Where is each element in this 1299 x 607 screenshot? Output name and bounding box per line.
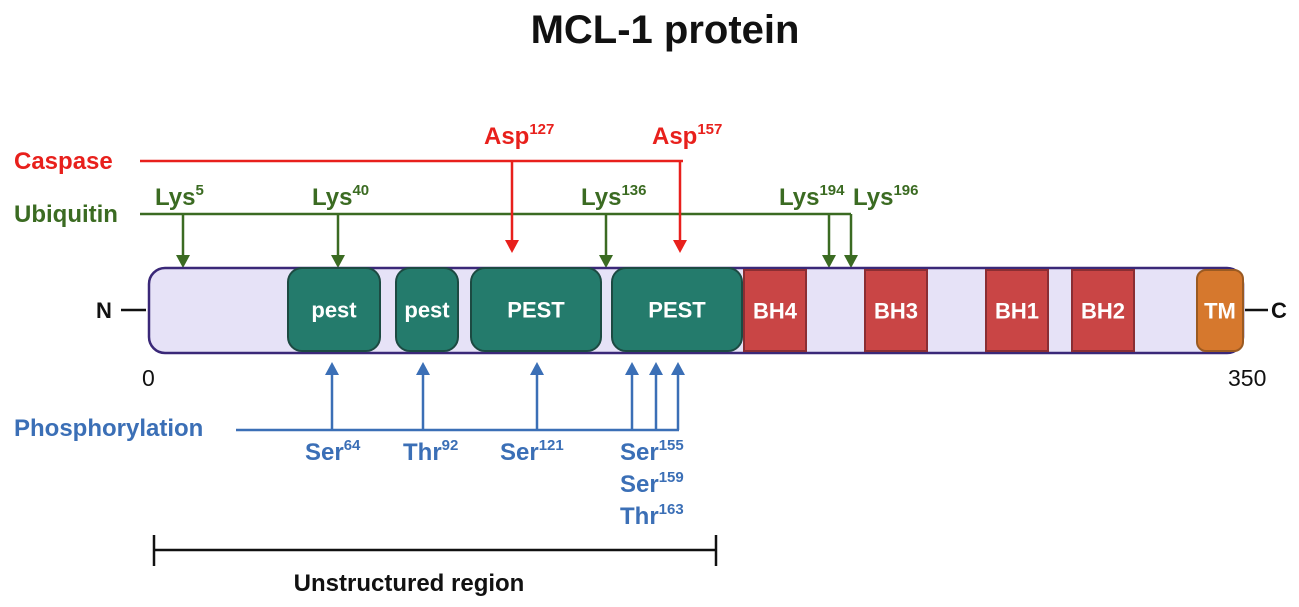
domain-pest-box: PEST	[470, 267, 602, 352]
ubiquitin-arrow	[176, 214, 190, 268]
caspase-label: Caspase	[14, 148, 113, 175]
caspase-site-label: Asp127	[484, 121, 554, 150]
phospho-arrow	[649, 362, 663, 430]
ubiquitin-arrow	[822, 214, 836, 268]
caspase-site-label: Asp157	[652, 121, 722, 150]
domain-label: BH1	[995, 299, 1039, 324]
phospho-arrow	[625, 362, 639, 430]
c-terminus-label: C	[1271, 298, 1287, 323]
domain-pest-box: pest	[287, 267, 381, 352]
phospho-site-label: Thr163	[620, 501, 684, 530]
domain-bh4-box: BH4	[743, 269, 807, 352]
domain-bh2-box: BH2	[1071, 269, 1135, 352]
ubiquitin-site-label: Lys194	[779, 182, 845, 211]
caspase-arrow	[673, 161, 687, 253]
domain-label: PEST	[648, 298, 706, 323]
domain-label: pest	[404, 298, 450, 323]
ubiquitin-label: Ubiquitin	[14, 201, 118, 228]
phospho-site-label: Ser159	[620, 469, 684, 498]
domain-label: BH2	[1081, 299, 1125, 324]
domain-bh3-box: BH3	[864, 269, 928, 352]
ubiquitin-site-label: Lys5	[155, 182, 204, 211]
ubiquitin-arrow	[331, 214, 345, 268]
caspase-arrow	[505, 161, 519, 253]
page-title: MCL-1 protein	[531, 8, 800, 52]
phospho-arrow	[530, 362, 544, 430]
phospho-site-label: Ser155	[620, 437, 684, 466]
scale-start-label: 0	[142, 365, 155, 391]
phospho-arrow	[671, 362, 685, 430]
phosphorylation-label: Phosphorylation	[14, 415, 203, 442]
phospho-site-label: Ser121	[500, 437, 564, 466]
domain-label: PEST	[507, 298, 565, 323]
unstructured-region-label: Unstructured region	[294, 570, 525, 597]
ubiquitin-site-label: Lys40	[312, 182, 369, 211]
domain-label: pest	[311, 298, 357, 323]
phospho-arrow	[416, 362, 430, 430]
phospho-arrow	[325, 362, 339, 430]
domain-label: TM	[1204, 299, 1236, 324]
ubiquitin-arrow	[599, 214, 613, 268]
phospho-site-label: Thr92	[403, 437, 458, 466]
domain-tm-box: TM	[1196, 269, 1244, 352]
n-terminus-label: N	[96, 298, 112, 323]
scale-end-label: 350	[1228, 365, 1266, 391]
domain-label: BH4	[753, 299, 798, 324]
domain-bh1-box: BH1	[985, 269, 1049, 352]
ubiquitin-site-label: Lys136	[581, 182, 647, 211]
ubiquitin-arrow	[844, 214, 858, 268]
domain-label: BH3	[874, 299, 918, 324]
arrow-layer	[176, 161, 858, 430]
domain-layer: pest pest PEST PEST BH4 BH3 BH1 BH2 TM	[287, 267, 1244, 352]
ubiquitin-site-label: Lys196	[853, 182, 919, 211]
phospho-site-label: Ser64	[305, 437, 361, 466]
domain-pest-box: PEST	[611, 267, 743, 352]
domain-pest-box: pest	[395, 267, 459, 352]
